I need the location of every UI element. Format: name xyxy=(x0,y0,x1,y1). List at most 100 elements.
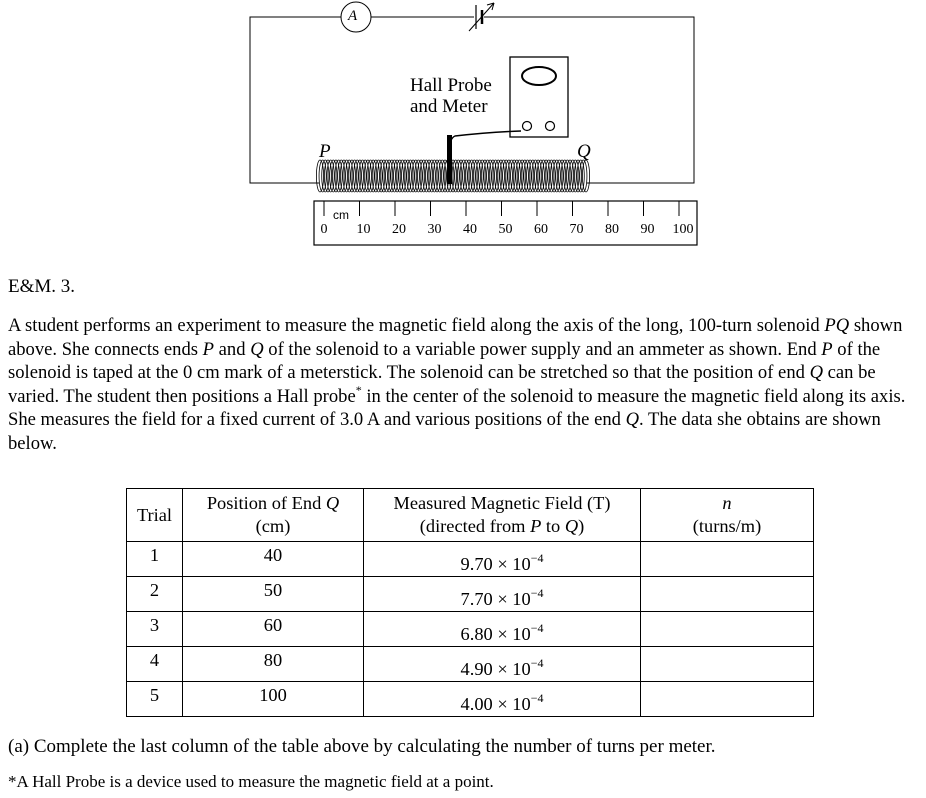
cell-n xyxy=(640,681,814,717)
problem-text-run: of the solenoid is taped at the 0 cm mar… xyxy=(8,338,881,384)
cell-n xyxy=(640,541,814,577)
solenoid-turn xyxy=(406,159,415,193)
cell-position: 100 xyxy=(182,681,364,717)
cell-position: 50 xyxy=(182,576,364,612)
solenoid-turn xyxy=(558,159,567,193)
solenoid-turn xyxy=(467,159,476,193)
hall-probe-rod xyxy=(447,135,452,184)
solenoid-turn xyxy=(326,159,335,193)
cell-field: 7.70 × 10−4 xyxy=(363,576,641,612)
ruler-tick-label: 60 xyxy=(534,222,548,237)
solenoid-turn xyxy=(401,159,410,193)
solenoid-turn xyxy=(451,159,460,193)
solenoid-turn xyxy=(361,159,370,193)
cell-position: 60 xyxy=(182,611,364,647)
problem-text: A student performs an experiment to meas… xyxy=(8,314,923,456)
solenoid-turn xyxy=(512,159,521,193)
ruler-unit-label: cm xyxy=(333,208,349,222)
solenoid-turn xyxy=(552,159,561,193)
cell-field: 4.00 × 10−4 xyxy=(363,681,641,717)
solenoid-turn xyxy=(528,159,537,193)
cell-trial: 5 xyxy=(126,681,183,717)
solenoid-turn xyxy=(459,159,468,193)
solenoid-turn xyxy=(470,159,479,193)
solenoid-turn xyxy=(350,159,359,193)
variable-power-supply-icon xyxy=(468,2,495,32)
solenoid-turn xyxy=(329,159,338,193)
solenoid-turn xyxy=(515,159,524,193)
solenoid-turn xyxy=(315,159,324,193)
solenoid-turn xyxy=(534,159,543,193)
header-field: Measured Magnetic Field (T) (directed fr… xyxy=(363,488,641,542)
solenoid-turn xyxy=(475,159,484,193)
solenoid-turn xyxy=(550,159,559,193)
solenoid-turn xyxy=(353,159,362,193)
solenoid-turn xyxy=(496,159,505,193)
solenoid-turn xyxy=(366,159,375,193)
problem-text-run: shown above. She connects ends xyxy=(8,315,903,360)
cell-n xyxy=(640,611,814,647)
solenoid-turn xyxy=(502,159,511,193)
solenoid-turn xyxy=(358,159,367,193)
solenoid-turn xyxy=(435,159,444,193)
cell-trial: 3 xyxy=(126,611,183,647)
solenoid-turn xyxy=(387,159,396,193)
solenoid-turn xyxy=(441,159,450,193)
solenoid-turn xyxy=(462,159,471,193)
solenoid-turn xyxy=(571,159,580,193)
solenoid-turn xyxy=(422,159,431,193)
table-header-row: Trial Position of End Q (cm) Measured Ma… xyxy=(126,488,814,542)
cell-position: 80 xyxy=(182,646,364,682)
ruler-tick-label: 80 xyxy=(605,222,619,237)
solenoid-turn xyxy=(520,159,529,193)
data-table: Trial Position of End Q (cm) Measured Ma… xyxy=(126,488,814,717)
solenoid-turn xyxy=(374,159,383,193)
circuit-drawing xyxy=(249,1,698,246)
solenoid-turn xyxy=(507,159,516,193)
ruler-tick-label: 70 xyxy=(569,222,584,237)
problem-text-run: in the center of the solenoid to measure… xyxy=(8,385,906,431)
footnote: *A Hall Probe is a device used to measur… xyxy=(8,772,494,791)
cell-n xyxy=(640,576,814,612)
solenoid-turn xyxy=(510,159,519,193)
cell-trial: 2 xyxy=(126,576,183,612)
solenoid-turn xyxy=(555,159,564,193)
solenoid-turn xyxy=(536,159,545,193)
solenoid-turn xyxy=(491,159,500,193)
solenoid-turn xyxy=(472,159,481,193)
problem-text-variable: P xyxy=(821,338,833,360)
problem-text-variable: * xyxy=(355,382,362,397)
problem-text-run: and xyxy=(214,338,251,360)
solenoid-turn xyxy=(542,159,551,193)
header-position: Position of End Q (cm) xyxy=(182,488,364,542)
problem-text-variable: Q xyxy=(809,362,823,384)
solenoid-turn xyxy=(483,159,492,193)
solenoid-turn xyxy=(443,159,452,193)
solenoid-turn xyxy=(574,159,583,193)
solenoid-turn xyxy=(526,159,535,193)
solenoid-turn xyxy=(385,159,394,193)
problem-text-variable: Q xyxy=(250,338,264,360)
solenoid-turn xyxy=(494,159,503,193)
solenoid-turn xyxy=(523,159,532,193)
solenoid-turn xyxy=(446,159,455,193)
solenoid-turn xyxy=(544,159,553,193)
cell-trial: 4 xyxy=(126,646,183,682)
solenoid-turn xyxy=(566,159,575,193)
solenoid-turn xyxy=(448,159,457,193)
solenoid-turn xyxy=(323,159,332,193)
problem-text-run: A student performs an experiment to meas… xyxy=(8,315,825,336)
solenoid-turn xyxy=(339,159,348,193)
solenoid-turn xyxy=(568,159,577,193)
ammeter-icon xyxy=(340,1,372,33)
solenoid-turn xyxy=(355,159,364,193)
problem-text-run: can be varied. The student then position… xyxy=(8,362,876,407)
solenoid-turn xyxy=(395,159,404,193)
solenoid-turn xyxy=(488,159,497,193)
circuit-wire xyxy=(249,16,695,184)
solenoid-turn xyxy=(579,159,588,193)
ammeter-label: A xyxy=(348,8,358,24)
